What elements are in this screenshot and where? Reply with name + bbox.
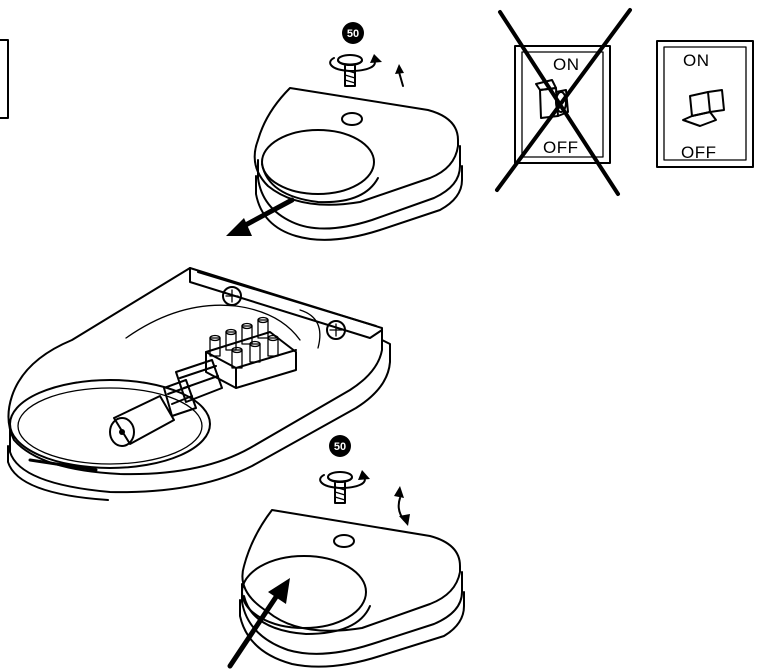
top-cover-step: 50 [226, 22, 463, 241]
switch-right-off-label: OFF [681, 143, 717, 162]
pull-arrow-top-icon [226, 197, 295, 236]
open-housing-middle [7, 267, 391, 501]
screw-badge-bottom-text: 50 [334, 441, 346, 453]
lift-arrow-top-icon [395, 64, 404, 87]
adjust-arrow-bottom-icon [394, 486, 410, 526]
screw-badge-top-text: 50 [347, 28, 359, 40]
switch-left-off-label: OFF [543, 138, 579, 157]
wall-switch-off: ON OFF [656, 40, 754, 168]
screw-top-icon [329, 54, 376, 87]
rotation-arrow-top-icon [370, 54, 382, 63]
screw-badge-top-icon: 50 [342, 22, 364, 44]
lamp-holder-icon [109, 359, 223, 447]
screw-badge-bottom-icon: 50 [329, 435, 351, 457]
left-edge-frame [0, 39, 9, 119]
rotation-arrow-bottom-icon [358, 470, 370, 480]
mounting-screw-left-icon [222, 286, 242, 306]
push-arrow-bottom-icon [227, 578, 290, 669]
cover-housing-bottom [239, 509, 465, 668]
bottom-cover-step: 50 [227, 435, 465, 669]
toggle-right-icon [682, 89, 725, 127]
cross-out-icon [495, 8, 632, 196]
terminal-block-icon [205, 316, 297, 389]
cover-housing-top [253, 87, 463, 241]
switch-right-on-label: ON [683, 51, 710, 70]
wall-switch-crossed: ON OFF [495, 8, 632, 196]
screw-bottom-icon [319, 471, 366, 504]
switch-left-on-label: ON [553, 55, 580, 74]
mounting-screw-right-icon [326, 320, 346, 340]
